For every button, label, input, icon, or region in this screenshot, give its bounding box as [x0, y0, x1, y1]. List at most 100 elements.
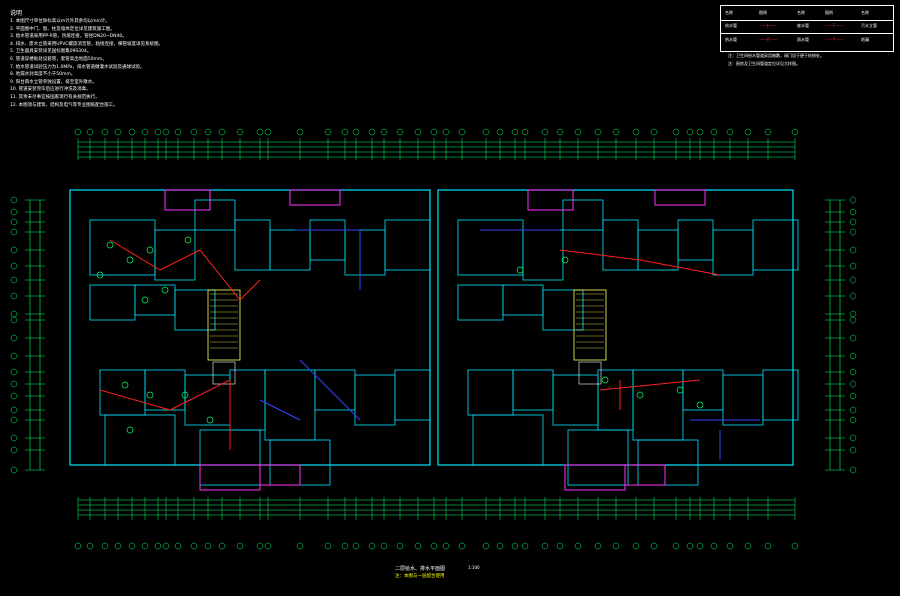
water-supply-pipe	[199, 249, 241, 301]
legend-note-1: 注：卫生间给水管道采用暗敷，阀门设于便于检修处。	[728, 53, 824, 58]
axis-bubble	[114, 128, 122, 136]
axis-bubble	[74, 542, 82, 550]
fixture-symbol	[161, 286, 169, 294]
room-wall	[632, 369, 684, 441]
axis-bubble	[128, 128, 136, 136]
axis-bubble	[541, 128, 549, 136]
legend-header-4: 图例	[825, 10, 833, 15]
room-wall	[637, 229, 679, 271]
drawing-title: 二层给水、排水平面图	[395, 566, 446, 572]
axis-bubble	[352, 542, 360, 550]
axis-bubble	[764, 542, 772, 550]
axis-bubble	[672, 542, 680, 550]
axis-bubble	[511, 542, 519, 550]
axis-bubble	[849, 392, 857, 400]
axis-bubble	[74, 128, 82, 136]
axis-bubble	[458, 542, 466, 550]
axis-bubble	[380, 128, 388, 136]
walls	[69, 189, 799, 491]
legend-header-3: 名称	[797, 10, 805, 15]
axis-bubble	[204, 128, 212, 136]
balcony	[654, 189, 706, 206]
axis-bubble	[849, 208, 857, 216]
room-wall	[712, 229, 754, 276]
room-wall	[512, 369, 554, 411]
fixture-symbol	[206, 416, 214, 424]
axis-bubble	[10, 466, 18, 474]
note-item: 6. 管道穿楼板处设套管，套管高出地面50mm。	[10, 57, 107, 62]
axis-bubble	[764, 128, 772, 136]
axis-bubble	[10, 392, 18, 400]
room-wall	[344, 229, 386, 276]
axis-bubble	[218, 542, 226, 550]
axis-bubble	[849, 446, 857, 454]
fixture-symbol	[184, 236, 192, 244]
room-wall	[154, 229, 196, 281]
elevator-shaft	[212, 361, 236, 385]
axis-bubble	[190, 128, 198, 136]
fixture-symbol	[106, 241, 114, 249]
building-outline-left	[69, 189, 431, 466]
note-item: 4. 排水、废水立管采用UPVC螺旋消音管，粘接连接，横管坡度详见系统图。	[10, 41, 163, 47]
axis-bubble	[849, 218, 857, 226]
room-wall	[384, 219, 431, 271]
room-wall	[134, 284, 176, 316]
axis-bubble	[744, 542, 752, 550]
axis-bubble	[849, 334, 857, 342]
fixture-symbol	[146, 391, 154, 399]
axis-bubble	[849, 310, 857, 318]
axis-bubble	[686, 128, 694, 136]
axis-bubble	[141, 128, 149, 136]
room-wall	[567, 429, 629, 486]
balcony	[259, 464, 301, 486]
room-wall	[269, 229, 311, 271]
room-wall	[637, 439, 699, 486]
pipes	[96, 229, 760, 460]
axis-bubble	[849, 262, 857, 270]
axis-bubble	[162, 542, 170, 550]
building-outline-right	[437, 189, 794, 466]
axis-bubble	[10, 406, 18, 414]
balcony	[199, 464, 261, 491]
axis-bubble	[10, 416, 18, 424]
axis-bubble	[696, 542, 704, 550]
axis-bubble	[204, 542, 212, 550]
axis-bubble	[368, 542, 376, 550]
fixture-symbol	[96, 271, 104, 279]
note-item: 1. 本图尺寸单位除标高以m计外其余均以mm计。	[10, 19, 110, 24]
water-supply-pipe	[639, 259, 721, 276]
notes-title: 说明	[10, 10, 23, 17]
axis-bubble	[511, 128, 519, 136]
room-wall	[722, 374, 764, 426]
note-item: 8. 地漏水封高度不小于50mm。	[10, 72, 76, 78]
drawing-scale: 1:100	[468, 565, 480, 570]
axis-bubble	[574, 128, 582, 136]
note-item: 7. 给水管道试验压力为1.0MPa，排水管道做灌水试验及通球试验。	[10, 64, 145, 70]
legend-header-5: 名称	[861, 10, 869, 15]
note-item: 2. 平面图中门、窗、柱及墙体定位详见建筑施工图。	[10, 26, 115, 32]
axis-bubble	[324, 542, 332, 550]
axis-bubble	[10, 380, 18, 388]
axis-bubble	[849, 352, 857, 360]
room-wall	[194, 199, 236, 231]
legend-header-2: 图例	[759, 10, 767, 15]
fixture-symbol	[121, 381, 129, 389]
room-wall	[502, 284, 544, 316]
water-supply-pipe	[99, 389, 171, 411]
water-supply-pipe	[109, 239, 161, 271]
room-wall	[89, 284, 136, 321]
axis-bubble	[10, 334, 18, 342]
drawing-subtitle: 注：本图与一层配合使用	[395, 574, 445, 579]
note-item: 10. 管道安装完毕后应进行冲洗及消毒。	[10, 87, 91, 93]
axis-bubble	[128, 542, 136, 550]
fixture-symbol	[696, 401, 704, 409]
dimension-lines	[25, 138, 845, 520]
axis-bubble	[791, 128, 799, 136]
elevator-shaft	[578, 361, 602, 385]
axis-bubble	[594, 128, 602, 136]
axis-bubble	[710, 128, 718, 136]
axis-bubble	[10, 352, 18, 360]
axis-bubble	[154, 542, 162, 550]
room-wall	[602, 219, 639, 271]
axis-bubble	[482, 542, 490, 550]
